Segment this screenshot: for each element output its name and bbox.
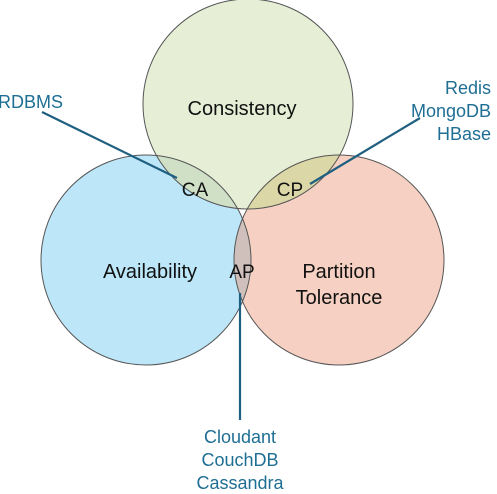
label-cp: CP	[277, 180, 303, 201]
example-ap-line-1: Cloudant	[204, 427, 276, 447]
example-ca-line-1: RDBMS	[0, 92, 63, 112]
label-partition-line2: Tolerance	[296, 287, 383, 309]
outline-availability	[40, 154, 252, 366]
label-availability: Availability	[103, 261, 197, 283]
example-ap-line-3: Cassandra	[196, 473, 284, 493]
circle-partition-tolerance	[234, 155, 444, 365]
example-cp-line-2: MongoDB	[411, 101, 491, 121]
label-ca: CA	[182, 180, 209, 201]
example-cp-line-3: HBase	[437, 124, 491, 144]
callout-line-ca	[41, 111, 178, 179]
label-consistency: Consistency	[188, 98, 297, 120]
label-ap: AP	[229, 262, 254, 283]
label-partition-line1: Partition	[302, 261, 375, 283]
example-ap-line-2: CouchDB	[201, 450, 278, 470]
example-cp-line-1: Redis	[445, 78, 491, 98]
circle-availability	[41, 155, 251, 365]
outline-consistency	[142, 0, 354, 210]
circle-consistency	[143, 0, 353, 209]
callout-line-cp	[309, 117, 421, 185]
outline-partition-tolerance	[233, 154, 445, 366]
